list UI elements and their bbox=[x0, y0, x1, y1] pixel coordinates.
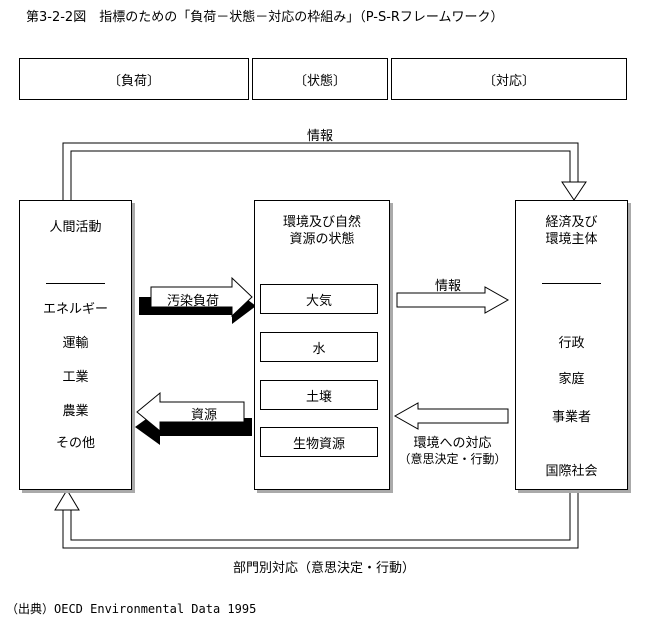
agents-box bbox=[515, 200, 628, 490]
right-item-household: 家庭 bbox=[558, 372, 585, 387]
left-item-transport: 運輸 bbox=[62, 336, 89, 351]
right-divider bbox=[542, 283, 601, 284]
figure-title: 第3-2-2図 指標のための「負荷－状態－対応の枠組み」（P-S-Rフレームワー… bbox=[26, 10, 504, 25]
center-title-line1: 環境及び自然 bbox=[282, 215, 361, 230]
bottom-response-arrow bbox=[62, 489, 579, 549]
left-item-energy: エネルギー bbox=[42, 302, 108, 317]
pollution-label: 汚染負荷 bbox=[166, 294, 219, 309]
bottom-response-arrowhead bbox=[54, 489, 80, 511]
header-pressure-label: 〔負荷〕 bbox=[107, 73, 160, 89]
right-title-line1: 経済及び bbox=[545, 215, 598, 230]
center-item-soil: 土壌 bbox=[260, 380, 378, 410]
header-response-label: 〔対応〕 bbox=[482, 73, 535, 89]
center-item-water-label: 水 bbox=[312, 341, 326, 357]
environment-state-box bbox=[254, 200, 390, 490]
top-info-label: 情報 bbox=[306, 129, 333, 144]
header-pressure: 〔負荷〕 bbox=[19, 58, 249, 100]
info-arrow bbox=[396, 286, 510, 314]
header-response: 〔対応〕 bbox=[391, 58, 627, 100]
mid-info-label: 情報 bbox=[434, 279, 461, 294]
right-item-government: 行政 bbox=[558, 336, 585, 351]
center-item-biological-resources: 生物資源 bbox=[260, 427, 378, 457]
response-label-line1: 環境への対応 bbox=[413, 436, 492, 451]
center-item-air-label: 大気 bbox=[305, 293, 332, 309]
right-item-international: 国際社会 bbox=[545, 464, 598, 479]
header-state: 〔状態〕 bbox=[252, 58, 388, 100]
center-title-line2: 資源の状態 bbox=[289, 232, 355, 247]
response-arrow bbox=[393, 402, 509, 430]
human-activities-box bbox=[19, 200, 132, 490]
pollution-arrow bbox=[150, 276, 253, 318]
center-item-soil-label: 土壌 bbox=[305, 389, 332, 405]
right-item-business: 事業者 bbox=[551, 410, 591, 425]
left-item-agriculture: 農業 bbox=[62, 404, 89, 419]
resources-label: 資源 bbox=[190, 408, 217, 423]
header-state-label: 〔状態〕 bbox=[293, 73, 346, 89]
human-activities-title: 人間活動 bbox=[49, 220, 102, 235]
resources-arrow bbox=[136, 391, 245, 433]
bottom-response-label: 部門別対応（意思決定・行動） bbox=[232, 561, 415, 576]
left-item-other: その他 bbox=[55, 436, 95, 451]
center-item-air: 大気 bbox=[260, 284, 378, 314]
top-info-arrow bbox=[62, 142, 579, 200]
top-info-arrowhead bbox=[561, 181, 587, 201]
source-note: （出典）OECD Environmental Data 1995 bbox=[6, 602, 257, 616]
left-item-industry: 工業 bbox=[62, 370, 89, 385]
center-item-water: 水 bbox=[260, 332, 378, 362]
response-label-line2: （意思決定・行動） bbox=[398, 452, 507, 466]
left-divider bbox=[46, 283, 105, 284]
right-title-line2: 環境主体 bbox=[545, 232, 598, 247]
center-item-biological-resources-label: 生物資源 bbox=[292, 436, 345, 452]
